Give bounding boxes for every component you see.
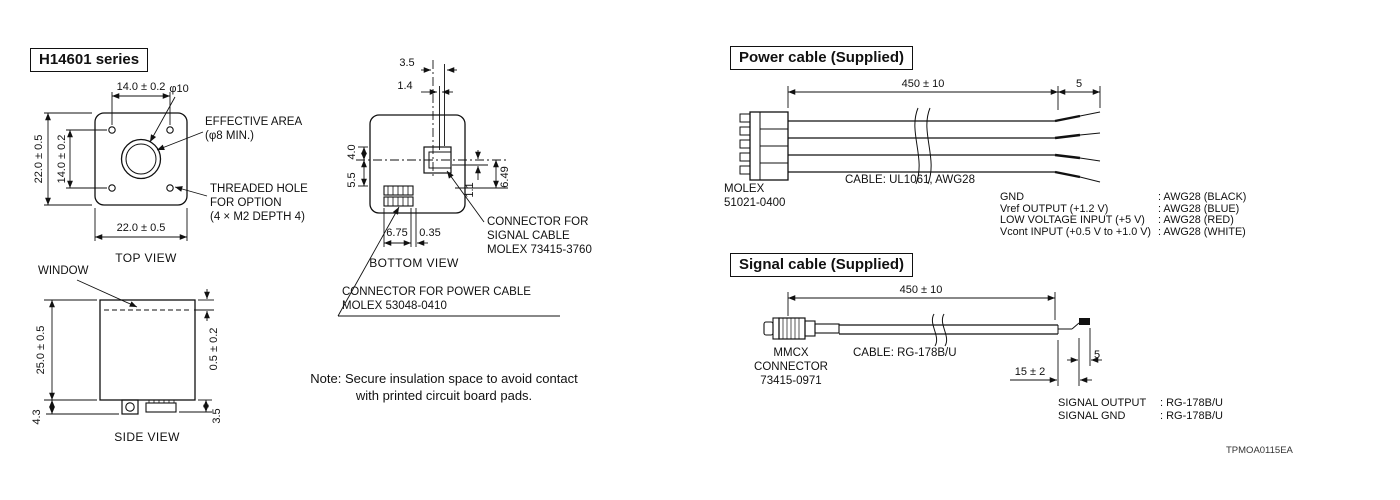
power-cable-title: Power cable (Supplied)	[730, 46, 914, 70]
output-row-signal-gnd: SIGNAL GND : RG-178B/U	[1058, 410, 1223, 423]
signal-cable-spec: CABLE: RG-178B/U	[853, 347, 957, 359]
bottom-view-dim-1-4: 1.4	[397, 80, 413, 92]
wire-row-lowvoltage: LOW VOLTAGE INPUT (+5 V) : AWG28 (RED)	[1000, 215, 1246, 227]
bottom-view-body	[369, 114, 466, 214]
wire-row-gnd: GND : AWG28 (BLACK)	[1000, 191, 1247, 204]
bottom-view-dim-6-75: 6.75	[386, 227, 408, 239]
document-code: TPMOA0115EA	[1226, 445, 1293, 456]
bottom-view-dim-5-5: 5.5	[346, 172, 358, 188]
top-view-dim-hole-pitch-horizontal: 14.0 ± 0.2	[116, 81, 166, 93]
output-spec: : RG-178B/U	[1160, 410, 1223, 422]
top-view-dimension-lines	[44, 92, 208, 241]
top-view-label: TOP VIEW	[115, 251, 177, 265]
top-view-dim-body-width: 22.0 ± 0.5	[116, 222, 166, 234]
power-cable-dim-length: 450 ± 10	[901, 78, 945, 90]
insulation-note: Note: Secure insulation space to avoid c…	[310, 371, 578, 403]
molex-connector-label: MOLEX 51021-0400	[724, 183, 786, 209]
side-view-dim-4-3: 4.3	[31, 409, 43, 425]
bottom-view-label: BOTTOM VIEW	[369, 256, 459, 270]
top-view-dim-body-height: 22.0 ± 0.5	[33, 134, 45, 184]
wire-row-vcont: Vcont INPUT (+0.5 V to +1.0 V) : AWG28 (…	[1000, 225, 1246, 239]
power-wire-spec-list: GND : AWG28 (BLACK) Vref OUTPUT (+1.2 V)…	[1000, 191, 1247, 239]
signal-cable-dim-length: 450 ± 10	[899, 284, 943, 296]
power-cable-drawing	[739, 107, 1101, 185]
signal-cable-dim-tip: 5	[1093, 349, 1101, 361]
top-view-dim-hole-pitch-vertical: 14.0 ± 0.2	[56, 134, 68, 184]
output-spec: : RG-178B/U	[1160, 397, 1223, 409]
wire-row-vref: Vref OUTPUT (+1.2 V) : AWG28 (BLUE)	[1000, 202, 1246, 216]
side-view-dim-3-5: 3.5	[211, 408, 223, 424]
wire-spec: : AWG28 (RED)	[1158, 214, 1234, 227]
effective-area-label: EFFECTIVE AREA (φ8 MIN.)	[205, 116, 303, 142]
bottom-view-dim-0-35: 0.35	[419, 227, 441, 239]
bottom-view-dim-3-5: 3.5	[399, 57, 415, 69]
side-view-dim-window-thickness: 0.5 ± 0.2	[208, 327, 220, 371]
signal-output-list: SIGNAL OUTPUT : RG-178B/U SIGNAL GND : R…	[1058, 397, 1223, 423]
signal-cable-title: Signal cable (Supplied)	[730, 253, 914, 277]
power-cable-dimension-lines	[787, 86, 1101, 110]
wire-name: GND	[1000, 191, 1024, 203]
threaded-hole-label: THREADED HOLE FOR OPTION (4 × M2 DEPTH 4…	[210, 183, 308, 223]
mmcx-connector-label: MMCX CONNECTOR 73415-0971	[754, 347, 828, 387]
series-title: H14601 series	[30, 48, 149, 72]
signal-connector-callout: CONNECTOR FOR SIGNAL CABLE MOLEX 73415-3…	[487, 216, 592, 256]
top-view-body	[94, 112, 188, 206]
output-row-signal-output: SIGNAL OUTPUT : RG-178B/U	[1058, 397, 1223, 410]
output-name: SIGNAL OUTPUT	[1058, 397, 1147, 409]
side-view-body	[99, 299, 196, 415]
bottom-view-dim-6-49: 6.49	[499, 166, 511, 188]
bottom-view-centerlines	[356, 60, 508, 178]
wire-name: LOW VOLTAGE INPUT (+5 V)	[1000, 214, 1145, 227]
side-view-dimension-lines	[44, 279, 214, 415]
power-cable-spec: CABLE: UL1061, AWG28	[845, 174, 975, 186]
wire-spec: : AWG28 (WHITE)	[1158, 225, 1246, 238]
signal-cable-dim-strip: 15 ± 2	[1014, 366, 1046, 378]
bottom-view-dimension-lines	[337, 64, 560, 317]
wire-name: Vcont INPUT (+0.5 V to +1.0 V)	[1000, 225, 1152, 238]
window-label: WINDOW	[38, 265, 89, 277]
wire-spec: : AWG28 (BLUE)	[1158, 202, 1240, 215]
power-cable-dim-tip: 5	[1075, 78, 1083, 90]
bottom-view-dim-4-0: 4.0	[346, 144, 358, 160]
side-view-label: SIDE VIEW	[114, 430, 180, 444]
bottom-view-connector-pins	[387, 186, 409, 206]
wire-spec: : AWG28 (BLACK)	[1158, 191, 1247, 203]
signal-cable-dimension-lines	[787, 292, 1102, 386]
wire-name: Vref OUTPUT (+1.2 V)	[1000, 202, 1109, 215]
bottom-view-dim-1-1: 1.1	[464, 182, 476, 198]
side-view-dim-height: 25.0 ± 0.5	[35, 325, 47, 375]
top-view-phi10-label: φ10	[169, 83, 189, 95]
signal-cable-drawing	[763, 313, 1090, 347]
output-name: SIGNAL GND	[1058, 410, 1126, 422]
power-connector-callout: CONNECTOR FOR POWER CABLE MOLEX 53048-04…	[342, 286, 531, 312]
